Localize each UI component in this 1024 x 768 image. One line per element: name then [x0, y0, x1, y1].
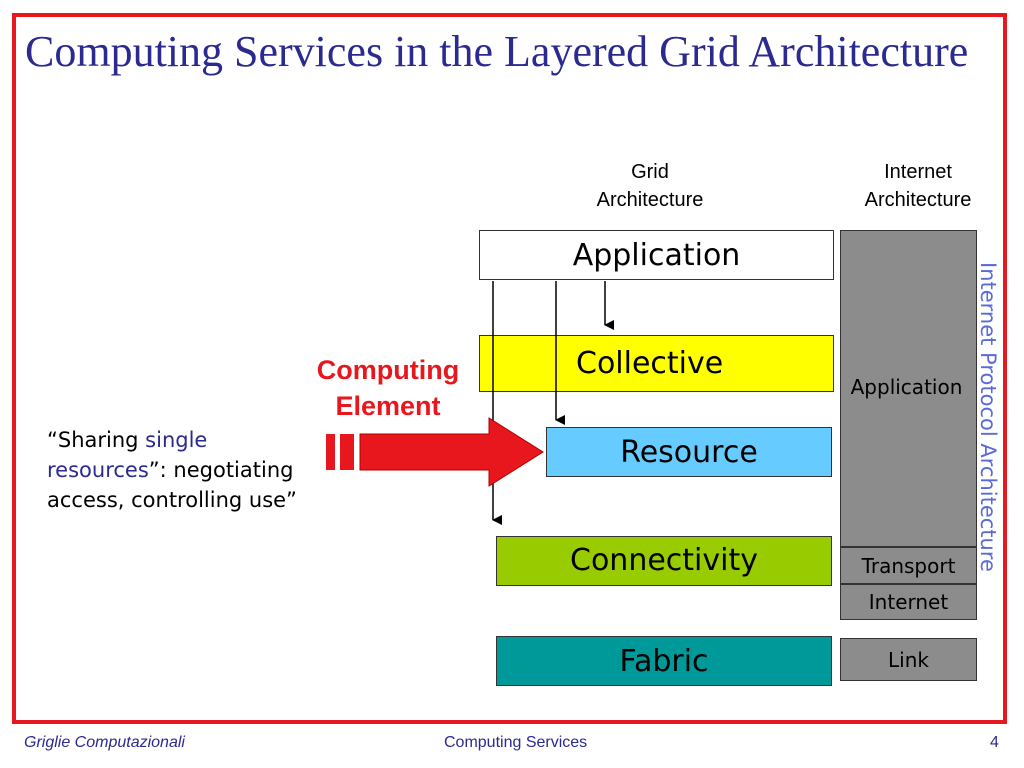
internet-layer-link: Link	[840, 638, 977, 681]
layer-resource: Resource	[546, 427, 832, 477]
layer-connectivity: Connectivity	[496, 536, 832, 586]
arrow-tail-stripe-1	[326, 434, 335, 470]
layer-application: Application	[479, 230, 834, 280]
layer-fabric: Fabric	[496, 636, 832, 686]
layer-collective: Collective	[479, 335, 834, 392]
computing-element-label: Computing Element	[316, 355, 460, 421]
internet-application-label: Application	[850, 374, 963, 399]
computing-element-arrow	[359, 417, 544, 487]
footer-course: Griglie Computazionali	[24, 734, 185, 751]
sharing-quote: “Sharing single resources”: negotiating …	[47, 425, 307, 515]
footer-page-number: 4	[990, 734, 999, 751]
internet-layer-transport: Transport	[840, 547, 977, 584]
internet-layer-application: Application	[840, 230, 977, 547]
slide-title: Computing Services in the Layered Grid A…	[25, 27, 969, 76]
arrow-tail-stripe-2	[340, 434, 354, 470]
grid-architecture-heading: Grid Architecture	[596, 161, 704, 211]
quote-close: ”: negotiating access, controlling use”	[47, 458, 297, 512]
footer-topic: Computing Services	[444, 734, 588, 751]
quote-open: “Sharing	[47, 428, 146, 452]
internet-layer-internet: Internet	[840, 584, 977, 620]
quote-highlight: single resources	[47, 428, 208, 482]
internet-architecture-heading: Internet Architecture	[864, 161, 972, 211]
slide-frame	[12, 13, 1007, 724]
